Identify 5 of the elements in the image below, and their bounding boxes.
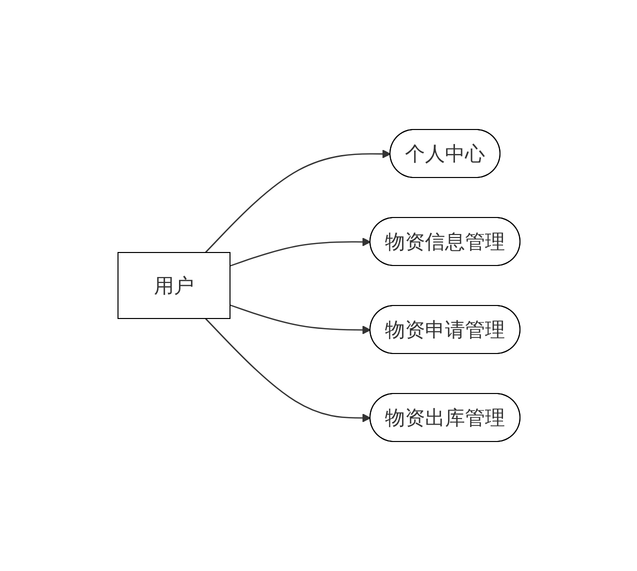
arrow <box>229 304 370 334</box>
arrow <box>204 150 390 253</box>
arrow <box>204 318 370 422</box>
arrow <box>229 238 370 267</box>
node-box: 用户 <box>117 252 230 319</box>
